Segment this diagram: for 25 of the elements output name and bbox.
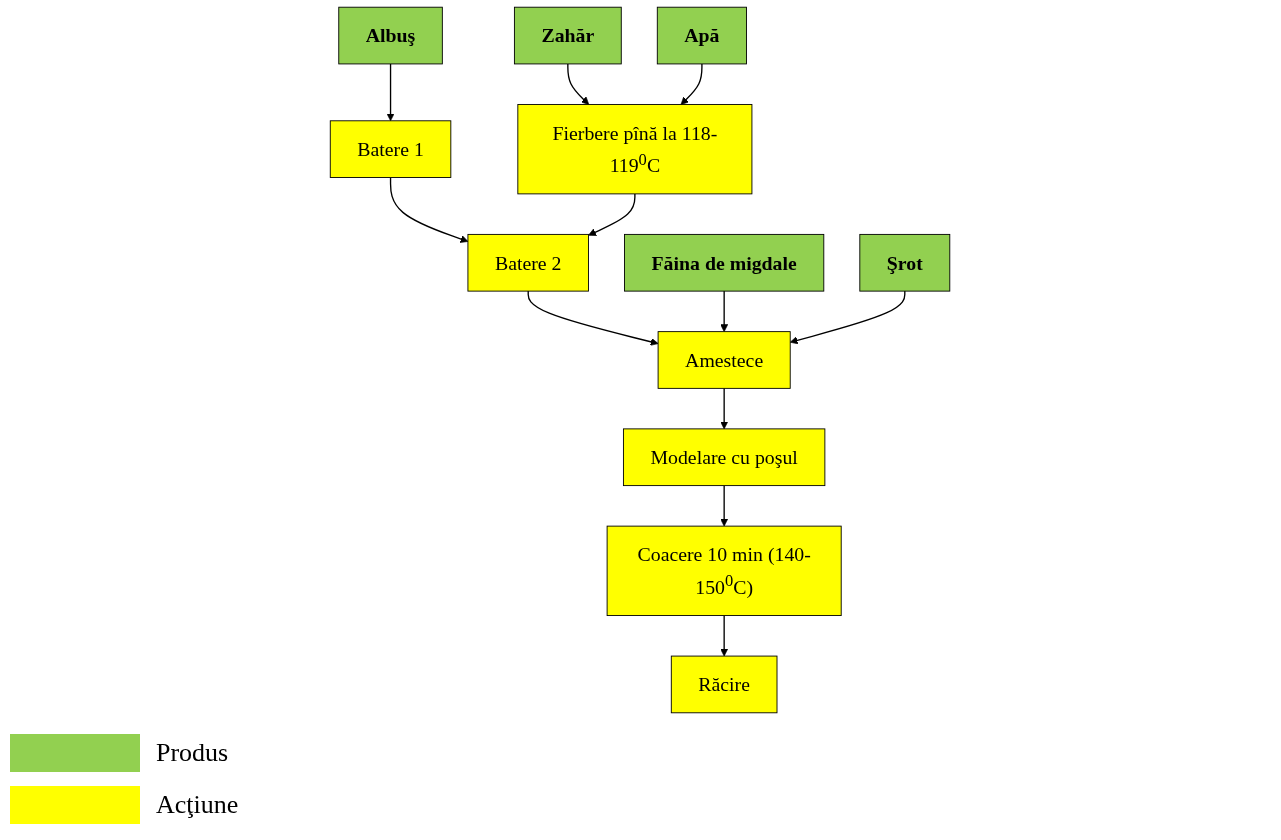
arrow — [720, 387, 729, 430]
node-box: Apă — [657, 6, 748, 65]
node-box: Batere 1 — [330, 120, 452, 178]
arrow — [528, 290, 659, 346]
arrow — [681, 63, 704, 105]
node-box: Albuş — [338, 6, 444, 65]
arrow — [390, 176, 469, 243]
node-box: Amestece — [658, 331, 792, 389]
arrow — [790, 290, 906, 345]
arrow — [588, 193, 637, 236]
node-box: Coacere 10 min (140-150$^{0}$C) — [607, 525, 843, 616]
node-box: Zahăr — [514, 6, 623, 65]
arrow — [720, 290, 729, 332]
node-box: Batere 2 — [467, 233, 590, 292]
node-box: Fierbere pînă la 118-119$^{0}$C — [517, 104, 753, 195]
node-box: Modelare cu poşul — [623, 428, 826, 487]
arrow — [720, 614, 729, 657]
node-box: Făina de migdale — [624, 233, 825, 292]
legend-label: Produs — [156, 738, 229, 768]
arrow — [720, 484, 729, 527]
arrow — [387, 63, 395, 122]
node-box: Răcire — [671, 655, 778, 714]
node-box: Şrot — [859, 233, 951, 292]
arrow — [567, 63, 590, 105]
legend-label: Acţiune — [156, 790, 239, 820]
